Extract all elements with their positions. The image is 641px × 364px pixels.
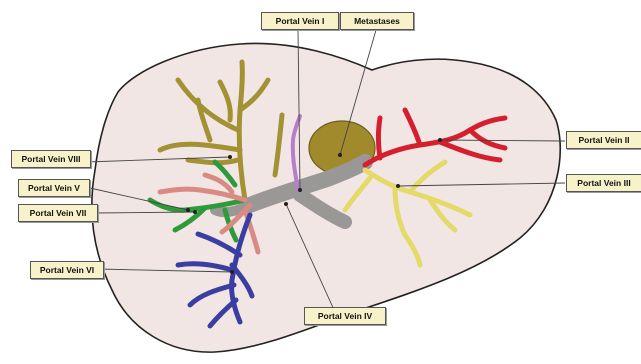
label-portal-vein-v: Portal Vein V [18, 179, 90, 197]
label-metastases: Metastases [340, 12, 414, 30]
label-portal-vein-viii: Portal Vein VIII [11, 150, 91, 168]
label-portal-vein-i: Portal Vein I [261, 12, 339, 30]
label-portal-vein-ii: Portal Vein II [566, 131, 641, 149]
label-portal-vein-vii: Portal Vein VII [18, 204, 98, 222]
label-portal-vein-vi: Portal Vein VI [30, 261, 104, 279]
liver-outline [92, 43, 560, 352]
label-portal-vein-iii: Portal Vein III [566, 174, 641, 192]
label-portal-vein-iv: Portal Vein IV [304, 307, 386, 325]
